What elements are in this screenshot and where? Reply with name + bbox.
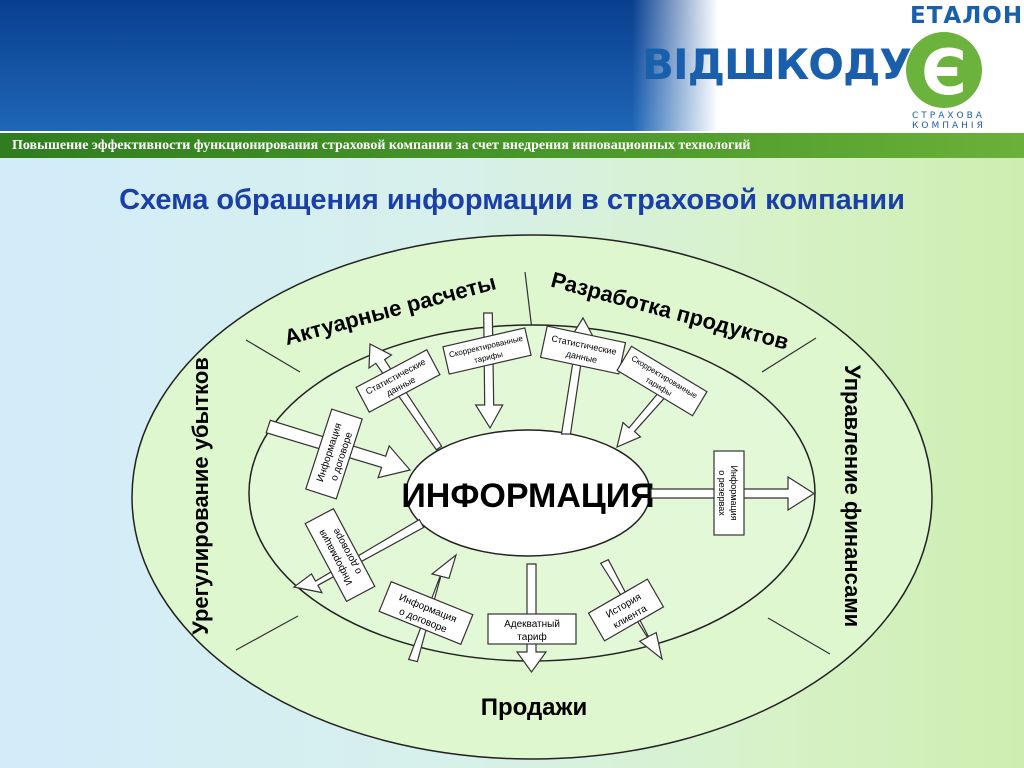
presentation-subtitle: Повышение эффективности функционирования… — [12, 138, 751, 153]
logo-caption: СТРАХОВА КОМПАНІЯ — [912, 111, 986, 131]
flow-label-reserves: Информация о резервах — [713, 450, 745, 536]
flow-label-contract-upper-left: Информация о договоре — [305, 408, 363, 500]
logo-caption-line1: СТРАХОВА — [912, 111, 985, 121]
flow-label-tariffs-top: Скорректированные тарифы — [442, 327, 532, 375]
flow-label-contract-lower-left: Информация о договоре — [304, 507, 376, 603]
logo-main-text: ВІДШКОДУ — [642, 40, 912, 89]
center-ellipse — [405, 429, 651, 557]
flow-label-reserves-line1: Информация — [729, 465, 739, 520]
arrow-actuarial-to-center — [474, 312, 504, 430]
slide-title: Схема обращения информации в страховой к… — [119, 184, 905, 216]
arrow-from-sales — [407, 553, 458, 663]
flow-label-adequate-tariff-line1: Адекватный — [504, 619, 560, 630]
logo-top-text: ЕТАЛОН — [910, 3, 1024, 29]
ring-dividers — [235, 271, 831, 655]
dept-sales-label: Продажи — [481, 694, 588, 721]
dept-finance-label: Управление финансами — [840, 365, 865, 627]
logo-symbol: Є — [906, 32, 982, 109]
flow-label-stat-right: Статистические данные — [539, 325, 627, 375]
flow-label-adequate-tariff: Адекватный тариф — [487, 613, 577, 645]
flow-label-reserves-line2: о резервах — [717, 470, 727, 516]
subtitle-bar: Повышение эффективности функционирования… — [0, 131, 1024, 158]
logo-caption-line2: КОМПАНІЯ — [912, 121, 986, 131]
flow-label-adequate-tariff-line2: тариф — [517, 631, 546, 643]
logo-symbol-letter: Є — [921, 36, 967, 109]
center-label: ИНФОРМАЦИЯ — [401, 477, 654, 515]
dept-claims-label: Урегулирование убытков — [188, 357, 213, 635]
